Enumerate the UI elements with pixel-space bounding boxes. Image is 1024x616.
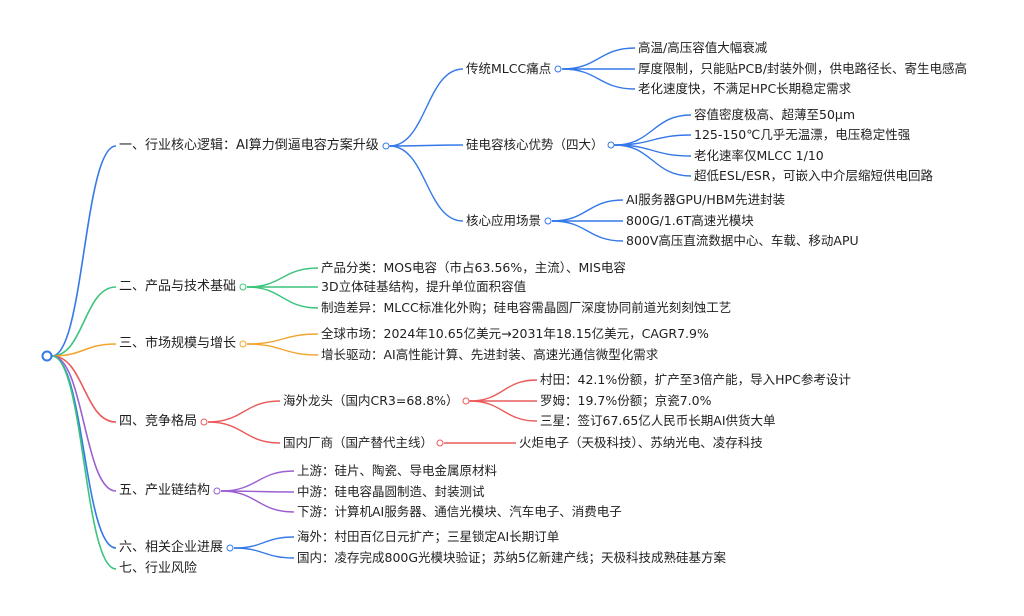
connector-section-6 — [51, 355, 117, 549]
section-3-label[interactable]: 三、市场规模与增长 — [119, 336, 237, 351]
section-6-label[interactable]: 六、相关企业进展 — [119, 540, 224, 555]
connector-section-1-child-2 — [389, 144, 464, 147]
section-1-item-2-toggle[interactable] — [607, 141, 614, 149]
section-1-item-3-toggle[interactable] — [544, 217, 552, 225]
connector-section-1-item-1-leaf-1 — [562, 47, 636, 70]
section-1-item-2-leaf-1[interactable]: 容值密度极高、超薄至50μm — [694, 107, 856, 122]
section-1-label[interactable]: 一、行业核心逻辑：AI算力倒逼电容方案升级 — [119, 138, 379, 153]
connector-section-4-item-1-leaf-1 — [469, 379, 538, 402]
section-4-item-1-leaf-3[interactable]: 三星：签订67.65亿人民币长期AI供货大单 — [540, 413, 776, 428]
section-1-item-2-leaf-2[interactable]: 125-150℃几乎无温漂，电压稳定性强 — [694, 127, 911, 142]
connector-section-6-child-2 — [233, 547, 295, 559]
section-4-toggle[interactable] — [200, 418, 208, 426]
section-3-toggle[interactable] — [239, 340, 247, 348]
connector-section-1-item-2-leaf-4 — [614, 144, 692, 177]
connector-section-2-child-1 — [246, 267, 319, 288]
connector-section-3-child-2 — [246, 343, 319, 356]
connector-section-5 — [51, 355, 117, 492]
section-1-item-1-toggle[interactable] — [554, 65, 562, 73]
section-6-item-2[interactable]: 国内：凌存完成800G光模块验证；苏纳5亿新建产线；天极科技成熟硅基方案 — [297, 550, 726, 565]
section-5-label[interactable]: 五、产业链结构 — [119, 483, 211, 498]
section-6-toggle[interactable] — [226, 544, 234, 552]
section-7-label[interactable]: 七、行业风险 — [119, 561, 198, 576]
section-1-item-3-leaf-3[interactable]: 800V高压直流数据中心、车载、移动APU — [626, 233, 859, 248]
section-4-item-1[interactable]: 海外龙头（国内CR3=68.8%） — [283, 393, 459, 408]
section-4-item-2[interactable]: 国内厂商（国产替代主线） — [283, 435, 434, 450]
section-1-item-1-leaf-3[interactable]: 老化速度快，不满足HPC长期稳定需求 — [638, 81, 852, 96]
section-3-item-2[interactable]: 增长驱动：AI高性能计算、先进封装、高速光通信微型化需求 — [321, 347, 659, 362]
connector-section-4-child-2 — [207, 421, 281, 444]
section-5-item-1[interactable]: 上游：硅片、陶瓷、导电金属原材料 — [297, 463, 498, 478]
root-node-toggle[interactable] — [41, 350, 53, 362]
section-5-item-2[interactable]: 中游：硅电容晶圆制造、封装测试 — [297, 484, 485, 499]
connector-section-4-child-1 — [207, 400, 281, 423]
connector-section-4-item-1-leaf-3 — [469, 400, 538, 422]
section-1-item-3-leaf-2[interactable]: 800G/1.6T高速光模块 — [626, 213, 754, 228]
connector-section-6-child-1 — [233, 536, 295, 549]
section-1-item-1-leaf-2[interactable]: 厚度限制，只能贴PCB/封装外侧，供电路径长、寄生电感高 — [638, 61, 968, 76]
section-5-item-3[interactable]: 下游：计算机AI服务器、通信光模块、汽车电子、消费电子 — [297, 504, 622, 519]
connector-section-4 — [51, 355, 117, 423]
section-2-item-1[interactable]: 产品分类：MOS电容（市占63.56%，主流）、MIS电容 — [321, 260, 626, 275]
section-4-item-2-leaf-1[interactable]: 火炬电子（天极科技）、苏纳光电、凌存科技 — [519, 435, 763, 450]
section-4-item-2-toggle[interactable] — [436, 439, 444, 447]
section-1-item-2[interactable]: 硅电容核心优势（四大） — [466, 137, 604, 152]
section-2-item-3[interactable]: 制造差异：MLCC标准化外购；硅电容需晶圆厂深度协同前道光刻刻蚀工艺 — [321, 300, 732, 315]
connector-section-7 — [51, 355, 117, 570]
connector-section-1-child-1 — [389, 68, 464, 147]
connector-section-2-child-3 — [246, 286, 319, 309]
connector-section-1 — [51, 145, 117, 357]
connector-section-1-item-3-leaf-3 — [551, 220, 624, 242]
section-4-item-1-leaf-1[interactable]: 村田：42.1%份额，扩产至3倍产能，导入HPC参考设计 — [540, 372, 851, 387]
section-5-toggle[interactable] — [213, 487, 221, 495]
connector-section-3-child-1 — [246, 333, 319, 345]
section-1-item-3[interactable]: 核心应用场景 — [466, 213, 542, 228]
section-1-toggle[interactable] — [382, 142, 390, 150]
connector-section-5-child-3 — [220, 490, 295, 513]
section-1-item-1-leaf-1[interactable]: 高温/高压容值大幅衰减 — [638, 40, 768, 55]
section-2-label[interactable]: 二、产品与技术基础 — [119, 279, 237, 294]
connector-section-3 — [51, 343, 117, 357]
connector-section-1-item-3-leaf-1 — [551, 199, 624, 222]
section-6-item-1[interactable]: 海外：村田百亿日元扩产；三星锁定AI长期订单 — [297, 529, 560, 544]
connector-section-5-child-1 — [220, 470, 295, 492]
section-2-item-2[interactable]: 3D立体硅基结构，提升单位面积容值 — [321, 279, 527, 294]
section-1-item-2-leaf-3[interactable]: 老化速率仅MLCC 1/10 — [694, 148, 824, 163]
section-1-item-3-leaf-1[interactable]: AI服务器GPU/HBM先进封装 — [626, 192, 786, 207]
section-1-item-2-leaf-4[interactable]: 超低ESL/ESR，可嵌入中介层缩短供电回路 — [694, 168, 934, 183]
connector-section-1-item-1-leaf-3 — [562, 68, 636, 90]
connector-section-1-child-3 — [389, 145, 464, 222]
section-2-toggle[interactable] — [239, 283, 247, 291]
section-4-item-1-toggle[interactable] — [462, 397, 470, 405]
section-3-item-1[interactable]: 全球市场：2024年10.65亿美元→2031年18.15亿美元，CAGR7.9… — [321, 326, 709, 341]
section-1-item-1[interactable]: 传统MLCC痛点 — [466, 61, 552, 76]
connector-section-2 — [51, 286, 117, 357]
section-4-label[interactable]: 四、竞争格局 — [119, 414, 198, 429]
section-4-item-1-leaf-2[interactable]: 罗姆：19.7%份额；京瓷7.0% — [540, 393, 712, 408]
